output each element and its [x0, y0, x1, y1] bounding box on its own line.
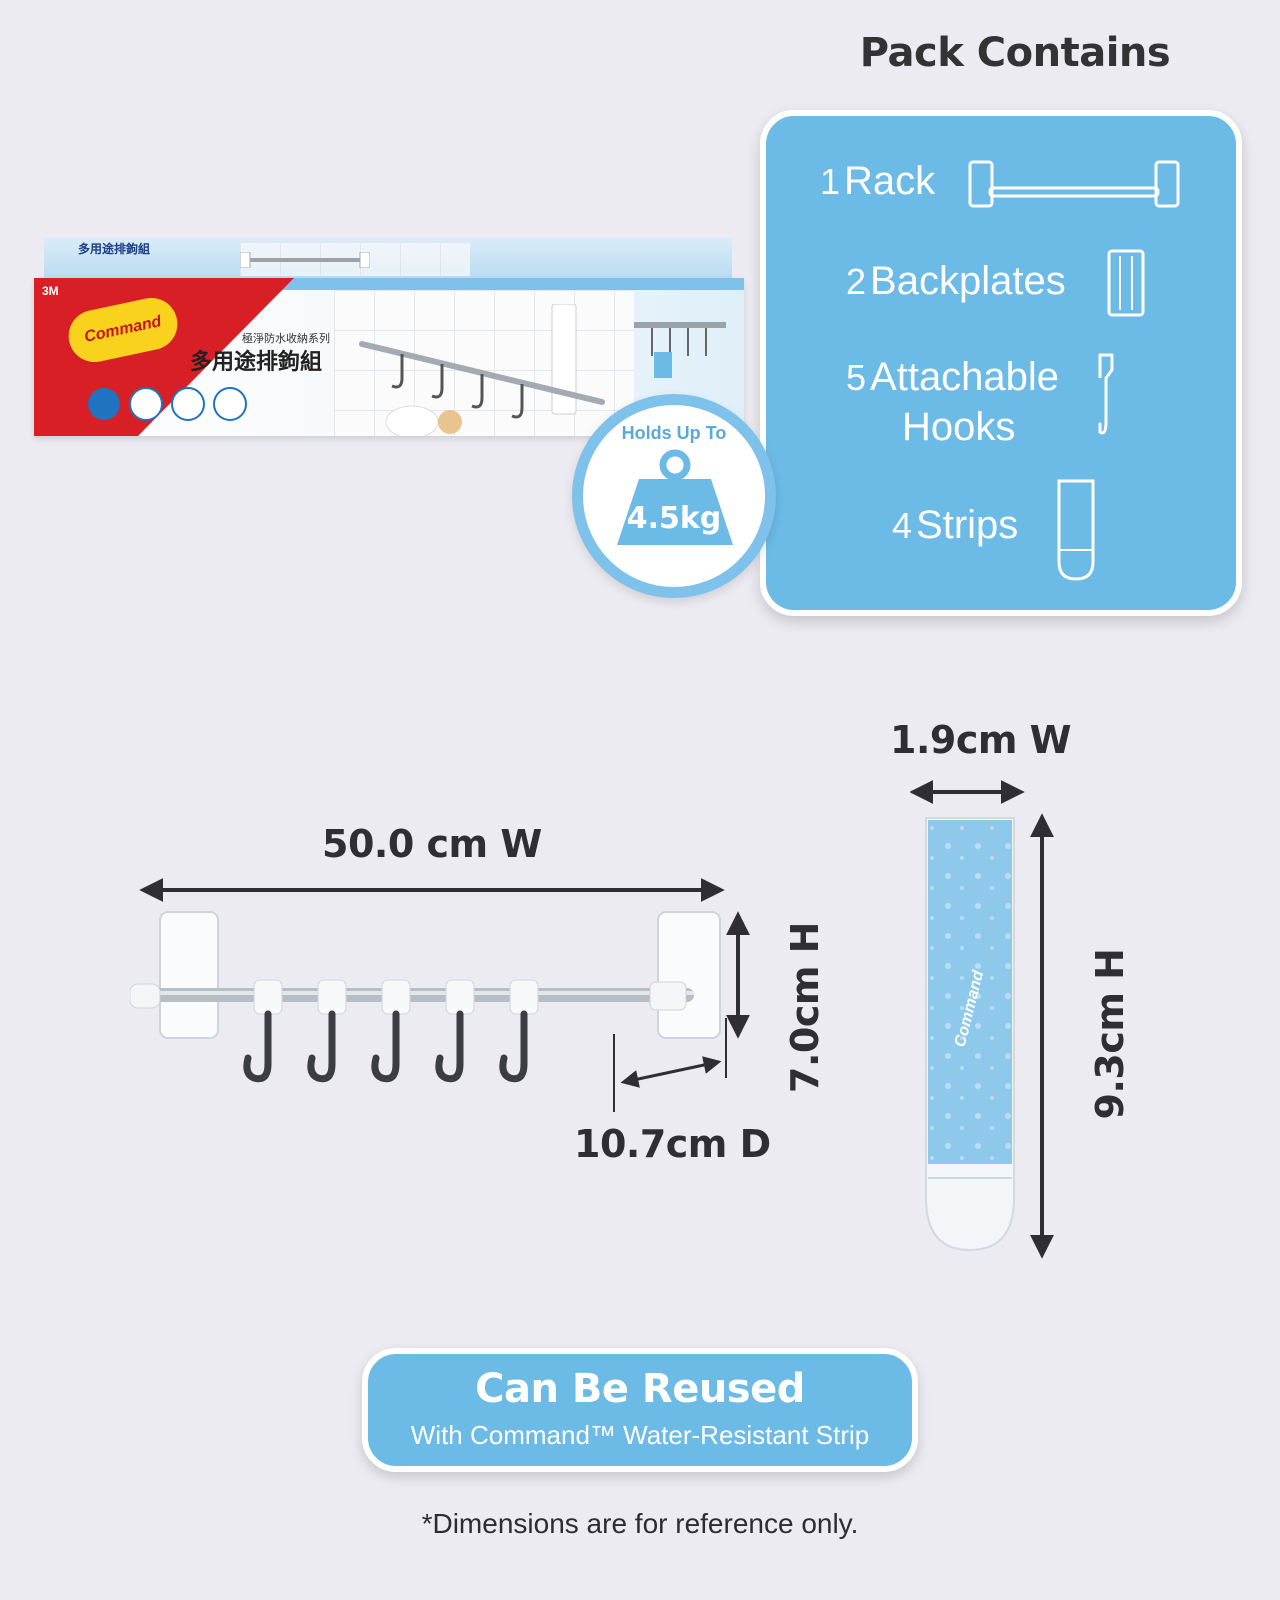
dimensions-footnote: *Dimensions are for reference only.	[421, 1508, 859, 1539]
brand-3m-logo: 3M	[42, 284, 59, 298]
strip-width-label: 1.9cm W	[890, 718, 1072, 762]
strip-dimension-diagram	[910, 780, 1054, 1259]
strip-icon	[1057, 479, 1095, 581]
can-be-reused-banner: Can Be Reused With Command™ Water-Resist…	[362, 1348, 918, 1472]
reuse-subtitle: With Command™ Water-Resistant Strip	[410, 1420, 870, 1450]
rack-icon	[968, 160, 1180, 208]
weight-icon	[617, 449, 733, 545]
package-side-rack-illustration	[634, 322, 726, 378]
reuse-title: Can Be Reused	[475, 1366, 805, 1412]
package-product-name: 多用途排鉤組	[190, 350, 323, 375]
pack-contains-title: Pack Contains	[859, 30, 1171, 76]
backplate-icon	[1107, 249, 1145, 317]
feature-icons	[88, 387, 247, 421]
hook-icon	[1098, 353, 1114, 435]
package-box-top	[44, 238, 732, 280]
package-series-name: 極淨防水收納系列	[242, 332, 330, 345]
rack-depth-label: 10.7cm D	[574, 1122, 771, 1166]
package-top-title: 多用途排鉤組	[78, 242, 151, 256]
rack-width-label: 50.0 cm W	[322, 822, 542, 866]
rack-thumbnail-icon	[240, 252, 370, 268]
strip-height-label: 9.3cm H	[1088, 948, 1132, 1120]
rack-height-label: 7.0cm H	[783, 922, 827, 1093]
max-weight-value: 4.5kg	[626, 501, 722, 536]
holds-up-to-badge: Holds Up To 4.5kg	[572, 394, 776, 598]
rack-dimension-diagram	[130, 878, 750, 1112]
package-rack-illustration	[359, 304, 605, 436]
pack-item-hooks-line2: Hooks	[902, 405, 1016, 449]
